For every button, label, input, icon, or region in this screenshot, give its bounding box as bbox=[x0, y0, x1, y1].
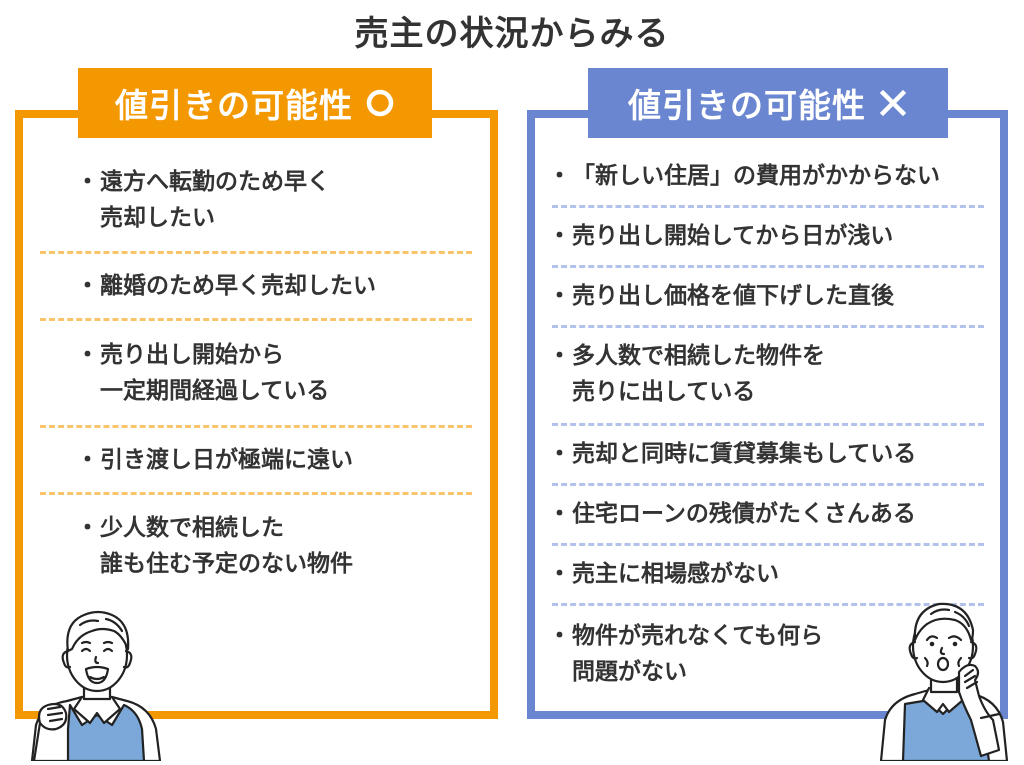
left-list-item: ・離婚のため早く売却したい bbox=[76, 268, 376, 304]
page-title: 売主の状況からみる bbox=[354, 14, 670, 54]
dashed-divider bbox=[552, 205, 984, 208]
discount-likely-label: 値引きの可能性 bbox=[78, 68, 432, 138]
right-list-item: ・物件が売れなくても何ら 問題がない bbox=[548, 618, 823, 690]
puzzled-elderly-man-illustration bbox=[875, 600, 1015, 765]
dashed-divider bbox=[552, 603, 984, 606]
left-list-item: ・遠方へ転勤のため早く 売却したい bbox=[76, 164, 330, 236]
circle-icon bbox=[365, 88, 395, 118]
dashed-divider bbox=[552, 423, 984, 426]
left-list-item: ・売り出し開始から 一定期間経過している bbox=[76, 337, 329, 409]
dashed-divider bbox=[552, 265, 984, 268]
right-list-item: ・「新しい住居」の費用がかからない bbox=[548, 158, 940, 194]
right-list-item: ・売り出し開始してから日が浅い bbox=[548, 218, 893, 254]
bullet: ・ bbox=[548, 223, 571, 249]
right-list-item: ・住宅ローンの残債がたくさんある bbox=[548, 496, 916, 532]
left-list-item: ・引き渡し日が極端に遠い bbox=[76, 442, 353, 478]
right-list-item: ・多人数で相続した物件を 売りに出している bbox=[548, 338, 825, 410]
dashed-divider bbox=[552, 543, 984, 546]
dashed-divider bbox=[40, 425, 472, 428]
happy-elderly-man-illustration bbox=[22, 605, 172, 765]
bullet: ・ bbox=[76, 447, 99, 473]
dashed-divider bbox=[552, 325, 984, 328]
left-list-item: ・少人数で相続した 誰も住む予定のない物件 bbox=[76, 510, 353, 582]
right-list-item: ・売却と同時に賃貸募集もしている bbox=[548, 436, 916, 472]
bullet: ・ bbox=[548, 343, 571, 369]
right-list-item: ・売り出し価格を値下げした直後 bbox=[548, 278, 894, 314]
bullet: ・ bbox=[548, 623, 571, 649]
dashed-divider bbox=[40, 492, 472, 495]
bullet: ・ bbox=[548, 561, 571, 587]
discount-likely-label-text: 値引きの可能性 bbox=[115, 86, 353, 125]
dashed-divider bbox=[40, 251, 472, 254]
bullet: ・ bbox=[76, 169, 99, 195]
discount-unlikely-label-text: 値引きの可能性 bbox=[628, 86, 866, 125]
bullet: ・ bbox=[548, 283, 571, 309]
bullet: ・ bbox=[76, 515, 99, 541]
bullet: ・ bbox=[548, 501, 571, 527]
cross-icon bbox=[878, 88, 908, 118]
dashed-divider bbox=[552, 483, 984, 486]
discount-unlikely-label: 値引きの可能性 bbox=[588, 68, 948, 138]
dashed-divider bbox=[40, 318, 472, 321]
bullet: ・ bbox=[548, 163, 571, 189]
bullet: ・ bbox=[76, 273, 99, 299]
bullet: ・ bbox=[548, 441, 571, 467]
right-list-item: ・売主に相場感がない bbox=[548, 556, 779, 592]
bullet: ・ bbox=[76, 342, 99, 368]
